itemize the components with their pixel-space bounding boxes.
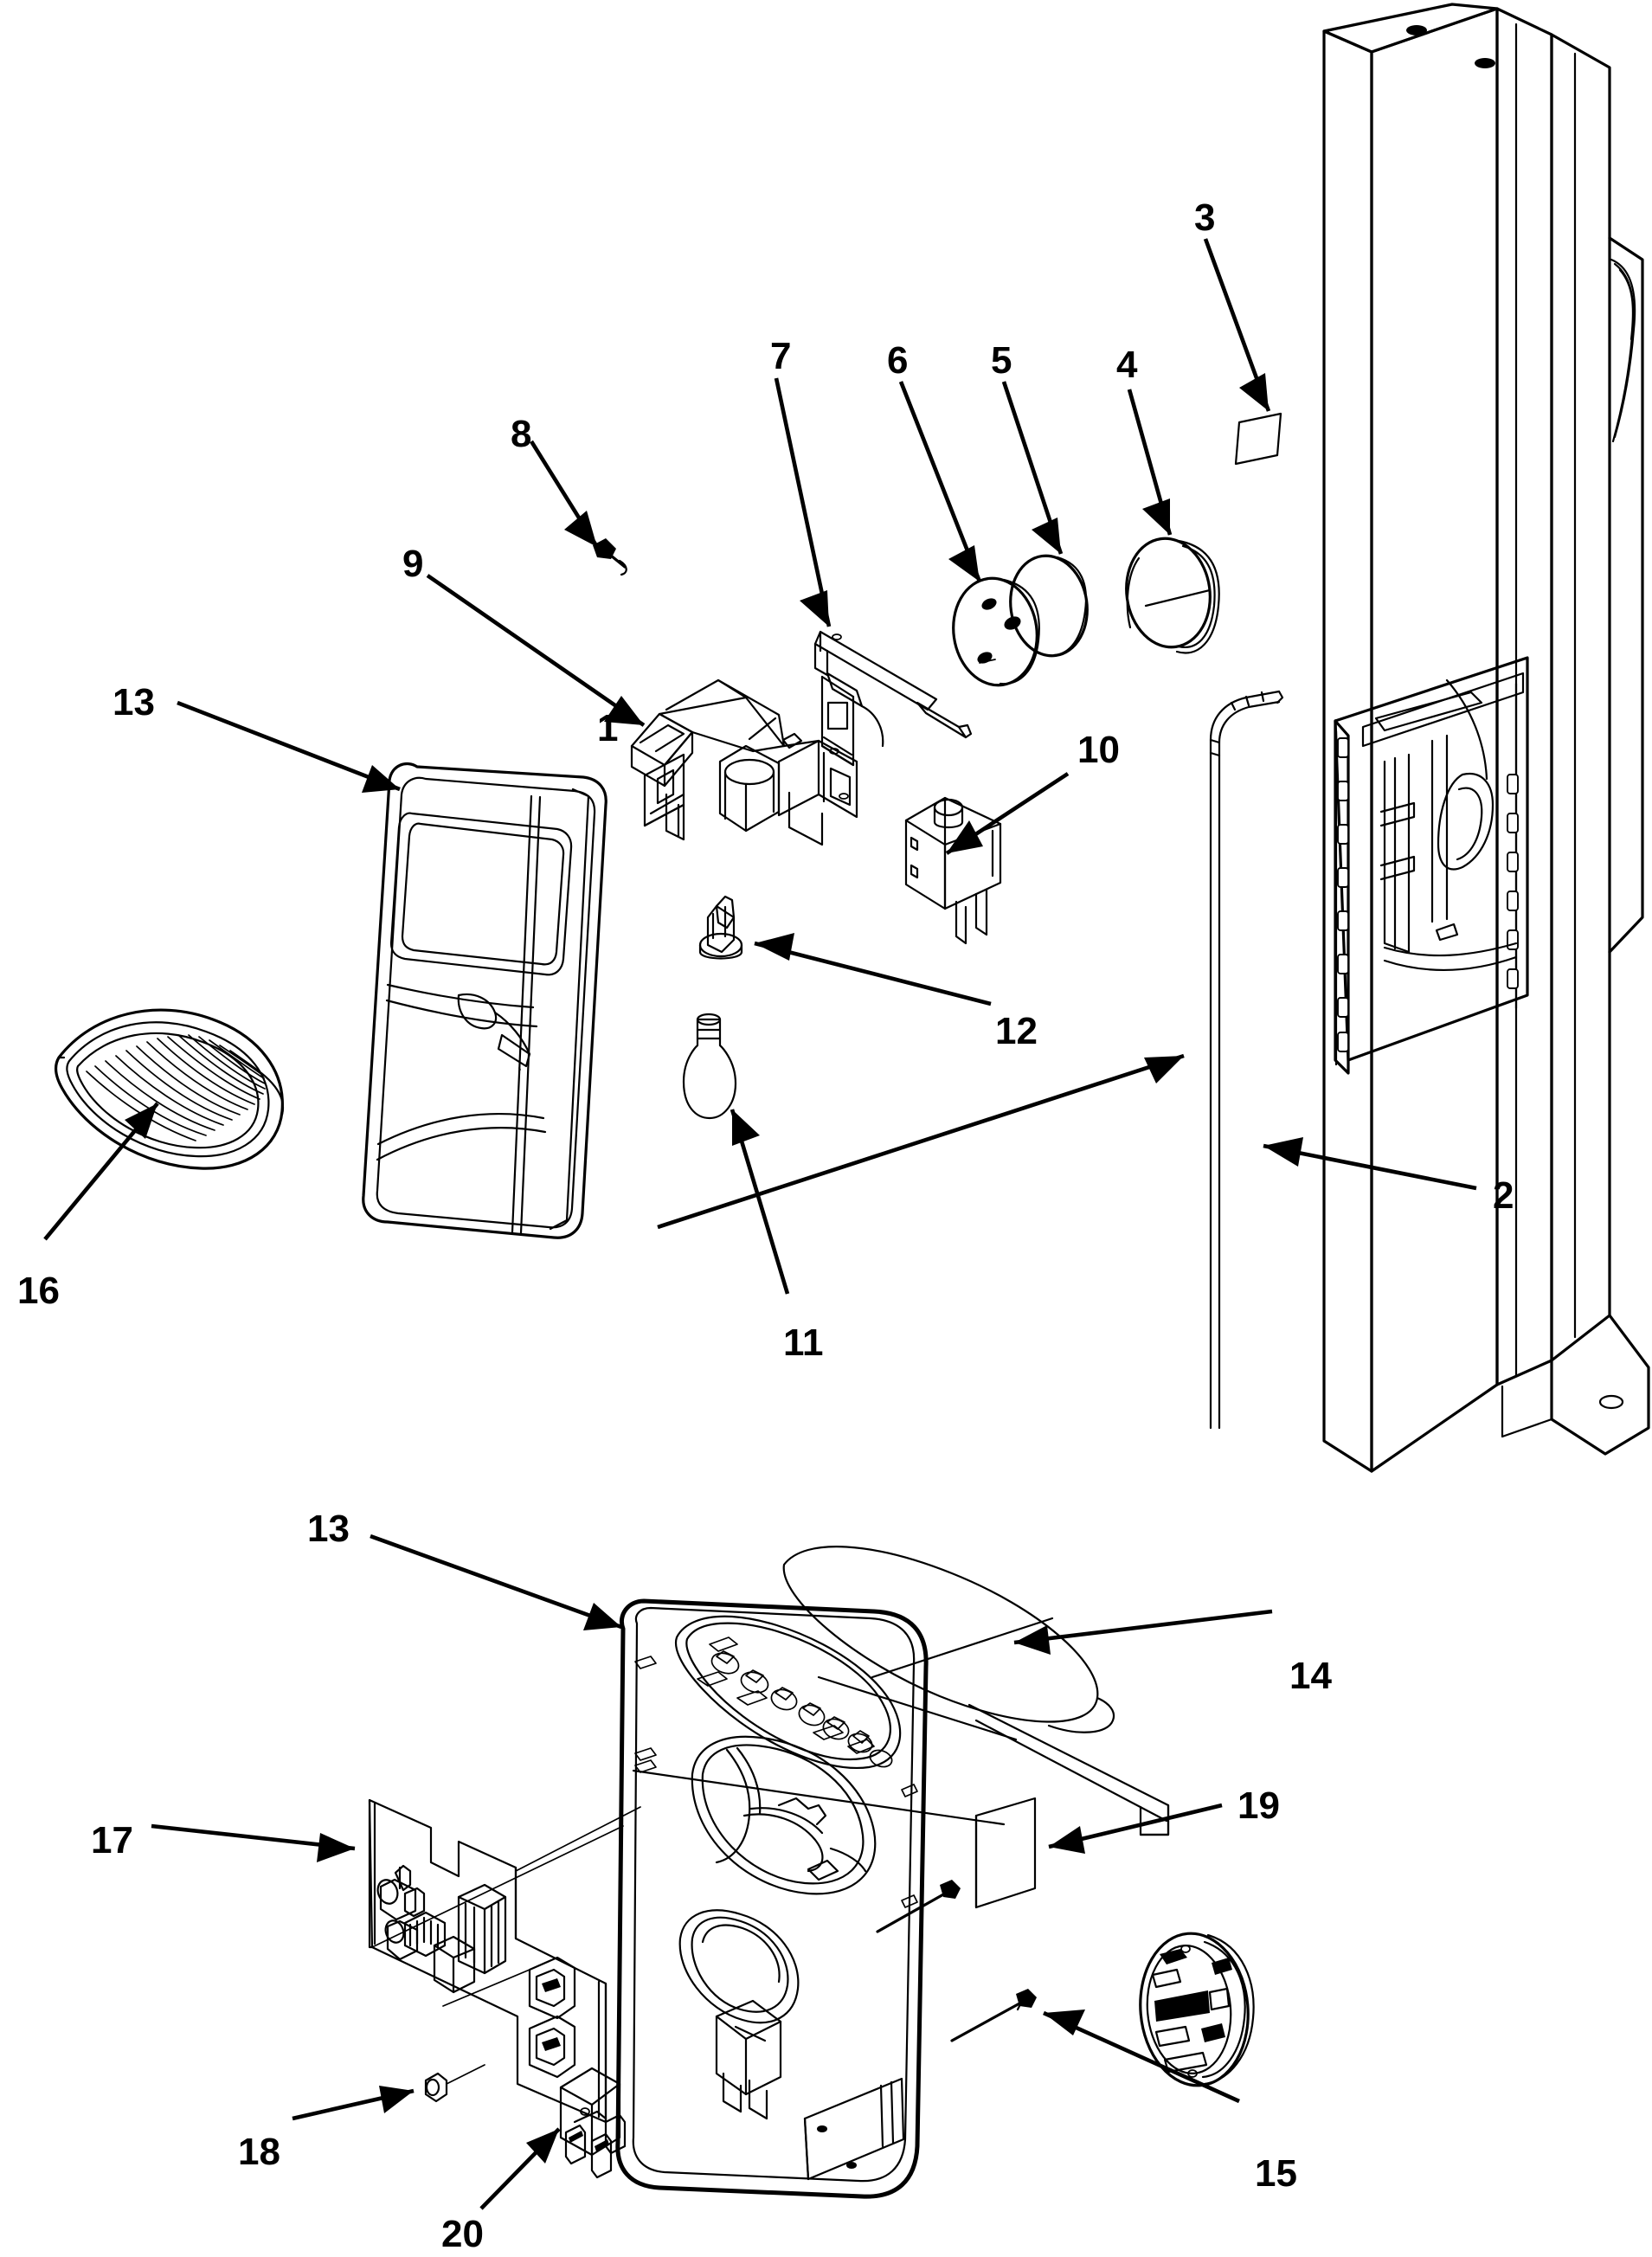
callout-label-16: 16: [17, 1270, 60, 1312]
callout-label-14: 14: [1289, 1655, 1332, 1697]
callout-label-10: 10: [1077, 729, 1120, 771]
dispenser-actuator-cradle-part: [1139, 1932, 1255, 2087]
lens-bezel-ring-part: [1125, 537, 1220, 654]
panel-mounting-screw-upper: [876, 1880, 961, 1933]
leader-19: [1048, 1803, 1223, 1854]
callout-label-12: 12: [995, 1010, 1038, 1052]
water-tube-part: [1209, 690, 1284, 1430]
leader-16: [43, 1102, 159, 1241]
leader-13-rear: [370, 1534, 622, 1630]
leader-15: [1043, 2009, 1240, 2104]
light-socket-part: [952, 576, 1040, 687]
leader-7: [774, 377, 832, 627]
leader-10: [945, 772, 1070, 855]
badge-nameplate-part: [1234, 412, 1282, 466]
callout-label-1: 1: [597, 707, 619, 749]
leader-2: [1263, 1137, 1477, 1191]
leader-5: [1001, 381, 1064, 555]
leader-6: [898, 381, 982, 582]
light-bulb-part: [682, 1013, 737, 1120]
insulation-pad-part: [974, 1797, 1037, 1909]
leader-9: [426, 574, 646, 727]
callout-label-20: 20: [441, 2213, 484, 2255]
callout-label-5: 5: [991, 339, 1012, 382]
callout-label-11: 11: [783, 1321, 824, 1364]
callout-label-4: 4: [1116, 344, 1138, 386]
callout-label-9: 9: [402, 543, 424, 585]
callout-label-7: 7: [770, 335, 792, 377]
callout-label-6: 6: [887, 339, 909, 382]
leader-13-front: [177, 700, 401, 793]
callout-label-8: 8: [511, 413, 532, 455]
dispenser-lever-part: [813, 630, 973, 767]
dispenser-panel-rear-view: [615, 1598, 1018, 2199]
door-dispenser-recess: [1334, 656, 1529, 1075]
screw-part-8: [593, 538, 627, 576]
actuator-plunger-part: [698, 895, 743, 960]
light-lens-disc-part: [1009, 554, 1089, 658]
callout-label-17: 17: [91, 1819, 133, 1862]
board-mounting-screw-part: [424, 2064, 485, 2103]
drip-tray-grille-part: [54, 1008, 285, 1170]
callout-label-15: 15: [1255, 2152, 1297, 2195]
callout-label-13: 13: [112, 681, 155, 723]
callout-label-19: 19: [1237, 1784, 1280, 1827]
dispenser-control-board-part: [368, 1798, 641, 2124]
leader-18: [292, 2086, 415, 2121]
leader-8: [530, 440, 599, 549]
leader-1: [657, 1053, 1185, 1230]
leader-14: [1013, 1609, 1273, 1655]
callout-label-13-rear: 13: [307, 1508, 350, 1550]
leader-3: [1203, 238, 1271, 412]
leader-20: [479, 2127, 561, 2210]
leader-11: [730, 1109, 790, 1295]
dispenser-housing-bracket-part: [630, 678, 858, 846]
leader-4: [1127, 389, 1173, 536]
leader-12: [754, 933, 992, 1006]
dispenser-front-panel-front-view: [362, 762, 607, 1239]
chute-flap-part: [782, 1546, 1170, 1836]
refrigerator-door-panel: [1322, 3, 1650, 1473]
callout-leaders: [43, 238, 1477, 2210]
callout-label-2: 2: [1493, 1174, 1514, 1217]
callout-label-18: 18: [238, 2131, 280, 2173]
micro-switch-part: [559, 2067, 627, 2179]
leader-17: [151, 1823, 356, 1862]
callout-label-3: 3: [1194, 196, 1216, 239]
panel-mounting-screw-part: [950, 1989, 1037, 2042]
solenoid-valve-part: [904, 796, 1002, 945]
